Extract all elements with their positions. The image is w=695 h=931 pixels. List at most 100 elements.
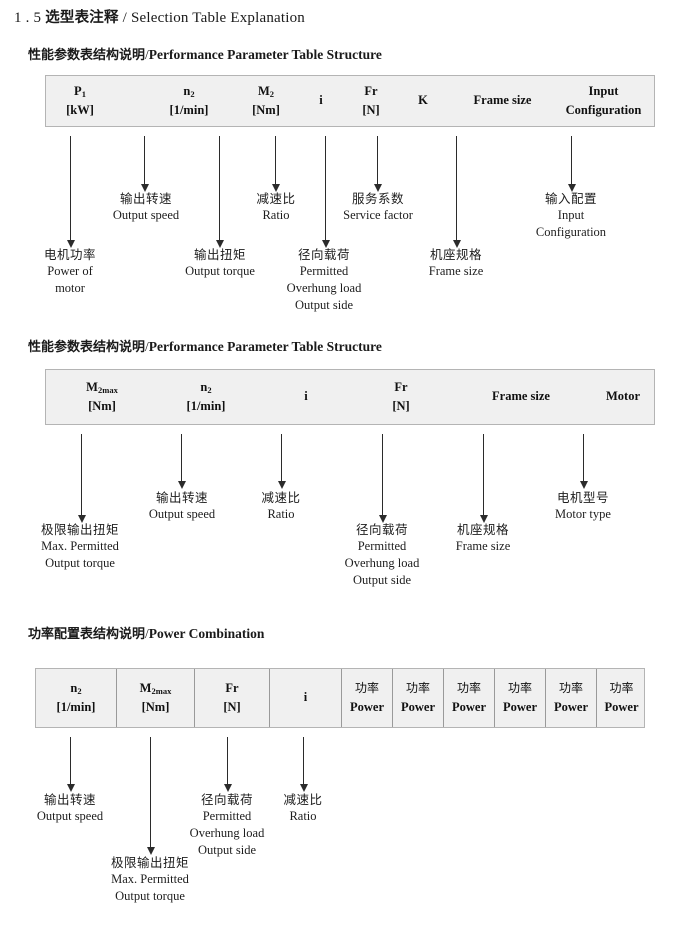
annotation-power-of-motor: 电机功率 Power of motor [43, 247, 97, 295]
table-column-n2: n2 [1/min] [36, 669, 116, 727]
col-label-line1: M2 [257, 83, 275, 99]
annotation-overhung-load: 径向载荷 Permitted Overhung load Output side [286, 247, 362, 312]
col-label-line1: 功率 [609, 681, 634, 696]
annotation-output-speed: 输出转速 Output speed [148, 490, 216, 521]
annotation-overhung-load: 径向载荷 Permitted Overhung load Output side [189, 792, 265, 857]
arrow-to-output-torque [215, 136, 224, 248]
col-label-line1: 功率 [507, 681, 532, 696]
table-column-n2: n2 [1/min] [156, 370, 256, 424]
table-column-motor: Motor [578, 370, 668, 424]
col-label-line1: Frame size [473, 93, 532, 108]
table-column-frame-size: Frame size [450, 76, 555, 126]
table-column-power-5: 功率 Power [545, 669, 596, 727]
table-column-fr: Fr [N] [194, 669, 269, 727]
annotation-service-factor: 服务系数 Service factor [343, 191, 413, 222]
arrow-to-max-permitted-torque [146, 737, 155, 855]
arrow-to-ratio [277, 434, 286, 489]
col-label-line1: 功率 [558, 681, 583, 696]
arrow-to-output-speed [66, 737, 75, 792]
table-column-i: i [269, 669, 341, 727]
col-label-line2: Power [349, 699, 384, 714]
annotation-motor-type: 电机型号 Motor type [555, 490, 611, 521]
col-label-line1: Input [588, 83, 619, 98]
section-heading-en: Performance Parameter Table Structure [148, 339, 382, 354]
table-column-power-3: 功率 Power [443, 669, 494, 727]
table-column-p1: P1 [kW] [46, 76, 114, 126]
col-label-line2: [1/min] [186, 399, 226, 413]
page-title: 1 . 5 选型表注释 / Selection Table Explanatio… [14, 6, 305, 27]
col-label-line2: [Nm] [141, 700, 170, 714]
page-title-cn: 选型表注释 [45, 10, 119, 26]
arrow-to-max-permitted-torque [77, 434, 86, 523]
col-label-line2: [Nm] [252, 103, 280, 117]
col-label-line2: [1/min] [56, 700, 96, 714]
col-label-line2: Power [502, 699, 537, 714]
annotation-ratio: 减速比 Ratio [261, 490, 301, 521]
annotation-max-permitted-torque: 极限输出扭矩 Max. Permitted Output torque [40, 522, 120, 570]
title-separator: / [122, 10, 128, 26]
annotation-input-configuration: 输入配置 Input Configuration [535, 191, 607, 239]
table-column-i: i [266, 370, 346, 424]
col-label-line2: Power [553, 699, 588, 714]
col-label-line1: Fr [394, 379, 408, 394]
arrow-to-overhung-load [378, 434, 387, 523]
arrow-to-output-speed [177, 434, 186, 489]
annotation-output-speed: 输出转速 Output speed [36, 792, 104, 823]
page-title-en: Selection Table Explanation [130, 10, 306, 26]
col-label-line1: i [304, 389, 308, 404]
annotation-overhung-load: 径向载荷 Permitted Overhung load Output side [344, 522, 420, 587]
col-label-line1: 功率 [354, 681, 379, 696]
section-heading-cn: 功率配置表结构说明 [28, 627, 146, 642]
col-label-line2: [kW] [66, 103, 94, 117]
table-column-i: i [301, 76, 341, 126]
arrow-to-input-configuration [567, 136, 576, 192]
col-label-line2: Configuration [565, 103, 642, 117]
section-heading-performance-2: 性能参数表结构说明/Performance Parameter Table St… [28, 336, 382, 355]
section-heading-cn: 性能参数表结构说明 [28, 48, 146, 63]
col-label-line1: n2 [200, 379, 212, 395]
col-label-line1: Fr [225, 680, 239, 695]
col-label-line2: Power [451, 699, 486, 714]
table-column-fr: Fr [N] [344, 76, 398, 126]
section-heading-separator: / [145, 47, 149, 62]
annotation-output-torque: 输出扭矩 Output torque [185, 247, 255, 278]
col-label-line1: M2max [86, 379, 118, 395]
section-heading-separator: / [145, 626, 149, 641]
annotation-ratio: 减速比 Ratio [283, 792, 323, 823]
arrow-to-frame-size [479, 434, 488, 523]
col-label-line1: Motor [605, 389, 640, 404]
col-label-line1: n2 [183, 83, 195, 99]
col-label-line2: [N] [362, 103, 380, 117]
col-label-line2: [N] [223, 700, 241, 714]
performance-table-2: M2max [Nm] n2 [1/min] i Fr [N] Frame siz… [45, 369, 655, 425]
table-column-n2: n2 [1/min] [141, 76, 237, 126]
col-label-line2: Power [604, 699, 639, 714]
col-label-line2: [Nm] [88, 399, 116, 413]
table-column-fr: Fr [N] [356, 370, 446, 424]
col-label-line1: n2 [70, 680, 82, 696]
power-combination-table: n2 [1/min] M2max [Nm] Fr [N] i 功率 Power … [35, 668, 645, 728]
table-column-power-6: 功率 Power [596, 669, 646, 727]
col-label-line1: i [303, 690, 308, 705]
arrow-to-ratio [299, 737, 308, 792]
performance-table-1: P1 [kW] n2 [1/min] M2 [Nm] i Fr [N] K Fr… [45, 75, 655, 127]
col-label-line1: M2max [139, 680, 172, 696]
arrow-to-ratio [271, 136, 280, 192]
col-label-line1: 功率 [456, 681, 481, 696]
arrow-to-overhung-load [223, 737, 232, 792]
annotation-output-speed: 输出转速 Output speed [112, 191, 180, 222]
annotation-ratio: 减速比 Ratio [256, 191, 296, 222]
table-column-frame-size: Frame size [466, 370, 576, 424]
section-number: 1 . 5 [14, 10, 42, 26]
col-label-line2: [1/min] [169, 103, 209, 117]
arrow-to-overhung-load [321, 136, 330, 248]
table-column-k: K [401, 76, 445, 126]
table-column-power-4: 功率 Power [494, 669, 545, 727]
annotation-frame-size: 机座规格 Frame size [428, 247, 484, 278]
col-label-line1: Frame size [492, 389, 550, 404]
section-heading-separator: / [145, 339, 149, 354]
section-heading-performance-1: 性能参数表结构说明/Performance Parameter Table St… [28, 44, 382, 63]
col-label-line1: 功率 [405, 681, 430, 696]
col-label-line1: Fr [364, 83, 378, 98]
